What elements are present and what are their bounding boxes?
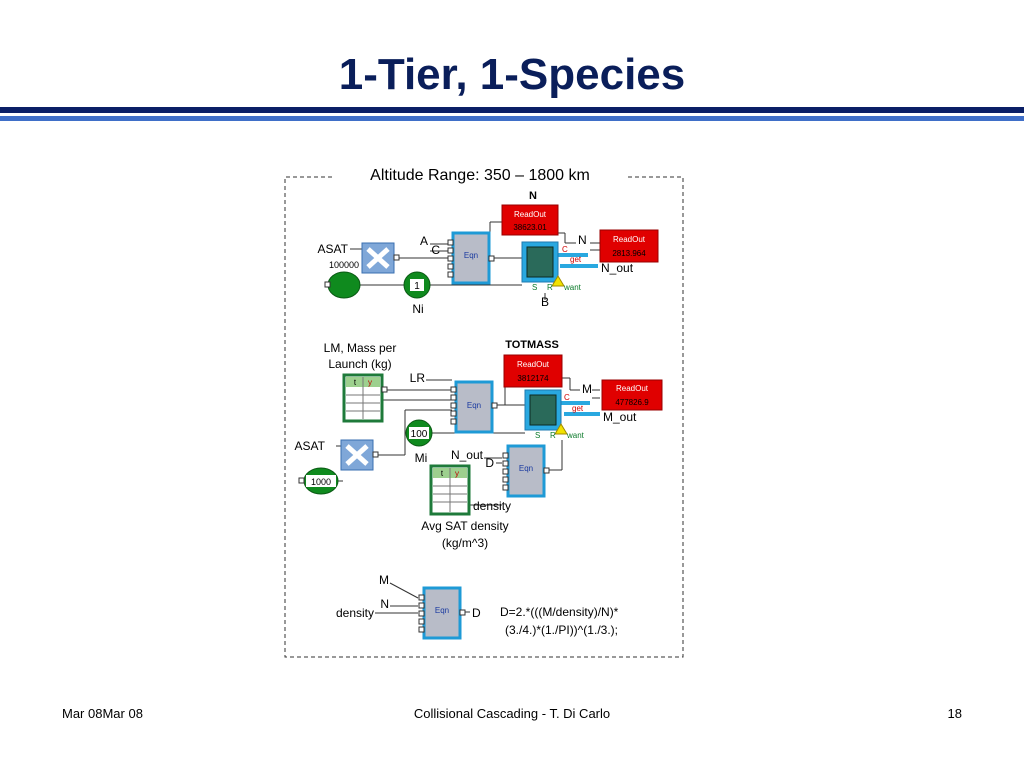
middle-asat-value-box bbox=[306, 475, 336, 487]
footer-title: Collisional Cascading - T. Di Carlo bbox=[413, 706, 611, 721]
readout-value-box bbox=[508, 372, 558, 382]
readout-value-box bbox=[606, 396, 658, 406]
top-flow-pipes bbox=[556, 253, 598, 268]
middle-mi-value-box bbox=[409, 427, 429, 439]
top-readout-2-value: 2813.964 bbox=[612, 249, 646, 258]
top-ni-value-box bbox=[410, 279, 424, 291]
multiply-icon bbox=[366, 247, 390, 269]
footer-date: Mar 08Mar 08 bbox=[62, 706, 143, 721]
top-n-out-label: N_out bbox=[601, 261, 634, 275]
middle-r-label: R bbox=[550, 431, 556, 440]
middle-mi-value: 100 bbox=[411, 429, 428, 440]
top-asat-source[interactable] bbox=[327, 271, 361, 299]
top-readout-1-value: 38623.01 bbox=[513, 223, 547, 232]
dashed-frame bbox=[284, 176, 684, 658]
middle-stock bbox=[529, 394, 557, 426]
middle-readout-1-value: 3812174 bbox=[517, 374, 549, 383]
title-underline-light bbox=[0, 116, 1024, 121]
middle-flow-pipes bbox=[560, 401, 600, 416]
density-table-t: t bbox=[441, 469, 444, 478]
readout-title: ReadOut bbox=[517, 360, 550, 369]
top-eqn-ports bbox=[447, 239, 495, 278]
avg-density-label-line1: Avg SAT density bbox=[421, 519, 508, 533]
port bbox=[298, 477, 305, 484]
middle-eqn-ports bbox=[450, 386, 498, 425]
top-c-label: C bbox=[562, 245, 568, 254]
top-eqn-label: Eqn bbox=[464, 251, 478, 260]
bottom-eqn-ports bbox=[418, 594, 466, 633]
slide-title: 1-Tier, 1-Species bbox=[338, 50, 686, 99]
bottom-d-label: D bbox=[472, 606, 481, 620]
title-underline-dark bbox=[0, 107, 1024, 113]
lm-label-line1: LM, Mass per bbox=[324, 341, 397, 355]
middle-asat-multiplier[interactable] bbox=[340, 439, 374, 471]
middle-c-label: C bbox=[564, 393, 570, 402]
middle-mi-label: Mi bbox=[415, 451, 428, 465]
middle-eqn2-ports bbox=[502, 452, 550, 491]
readout-title: ReadOut bbox=[616, 384, 649, 393]
middle-section-label: TOTMASS bbox=[505, 339, 559, 351]
table-grid bbox=[346, 377, 380, 419]
top-port-c: C bbox=[431, 243, 440, 257]
footer-page-number: 18 bbox=[947, 706, 962, 721]
middle-d-port: D bbox=[485, 456, 494, 470]
middle-density-port: density bbox=[473, 499, 511, 513]
bottom-density-label: density bbox=[336, 606, 374, 620]
altitude-range-label: Altitude Range: 350 – 1800 km bbox=[370, 167, 590, 184]
bottom-n-label: N bbox=[380, 597, 389, 611]
middle-eqn2-label: Eqn bbox=[519, 464, 533, 473]
readout-value-box bbox=[604, 247, 654, 257]
middle-s-label: S bbox=[535, 431, 540, 440]
middle-n-out-port: N_out bbox=[451, 448, 484, 462]
middle-readout-2-value: 477826.9 bbox=[615, 398, 649, 407]
port bbox=[381, 386, 388, 393]
lm-table-t: t bbox=[354, 378, 357, 387]
middle-m-out-label: M_out bbox=[603, 410, 637, 424]
middle-m-label: M bbox=[582, 382, 592, 396]
top-r-label: R bbox=[547, 283, 553, 292]
top-ni-value: 1 bbox=[414, 281, 420, 292]
readout-title: ReadOut bbox=[514, 210, 547, 219]
port bbox=[324, 281, 331, 288]
top-asat-label: ASAT bbox=[318, 242, 349, 256]
top-get-label: get bbox=[570, 255, 582, 264]
formula-line2: (3./4.)*(1./PI))^(1./3.); bbox=[505, 623, 618, 637]
middle-get-label: get bbox=[572, 404, 584, 413]
lm-label-line2: Launch (kg) bbox=[328, 357, 391, 371]
bottom-m-label: M bbox=[379, 573, 389, 587]
middle-asat-label: ASAT bbox=[295, 439, 326, 453]
top-b-label: B bbox=[541, 295, 549, 309]
middle-want-label: want bbox=[566, 431, 585, 440]
multiply-icon bbox=[345, 444, 369, 466]
top-s-label: S bbox=[532, 283, 537, 292]
table-grid bbox=[433, 468, 467, 512]
port bbox=[372, 451, 379, 458]
density-table-y: y bbox=[455, 469, 459, 478]
warning-triangle-icon bbox=[551, 275, 565, 287]
bottom-wires bbox=[375, 582, 470, 614]
bottom-eqn-label: Eqn bbox=[435, 606, 449, 615]
top-port-a: A bbox=[420, 234, 428, 248]
readout-title: ReadOut bbox=[613, 235, 646, 244]
top-n-label: N bbox=[578, 233, 587, 247]
bottom-eqn-block[interactable] bbox=[422, 586, 462, 640]
middle-asat-value: 1000 bbox=[311, 477, 331, 487]
readout-value-box bbox=[506, 221, 554, 231]
middle-eqn-label: Eqn bbox=[467, 401, 481, 410]
avg-density-label-line2: (kg/m^3) bbox=[442, 536, 488, 550]
top-want-label: want bbox=[563, 283, 582, 292]
lm-table-y: y bbox=[368, 378, 372, 387]
top-stock bbox=[526, 246, 554, 278]
formula-line1: D=2.*(((M/density)/N)* bbox=[500, 605, 619, 619]
middle-lr-label: LR bbox=[410, 371, 426, 385]
top-asat-value: 100000 bbox=[329, 260, 359, 270]
warning-triangle-icon bbox=[554, 423, 568, 435]
top-section-label: N bbox=[529, 190, 537, 202]
port bbox=[393, 254, 400, 261]
top-ni-label: Ni bbox=[412, 302, 423, 316]
